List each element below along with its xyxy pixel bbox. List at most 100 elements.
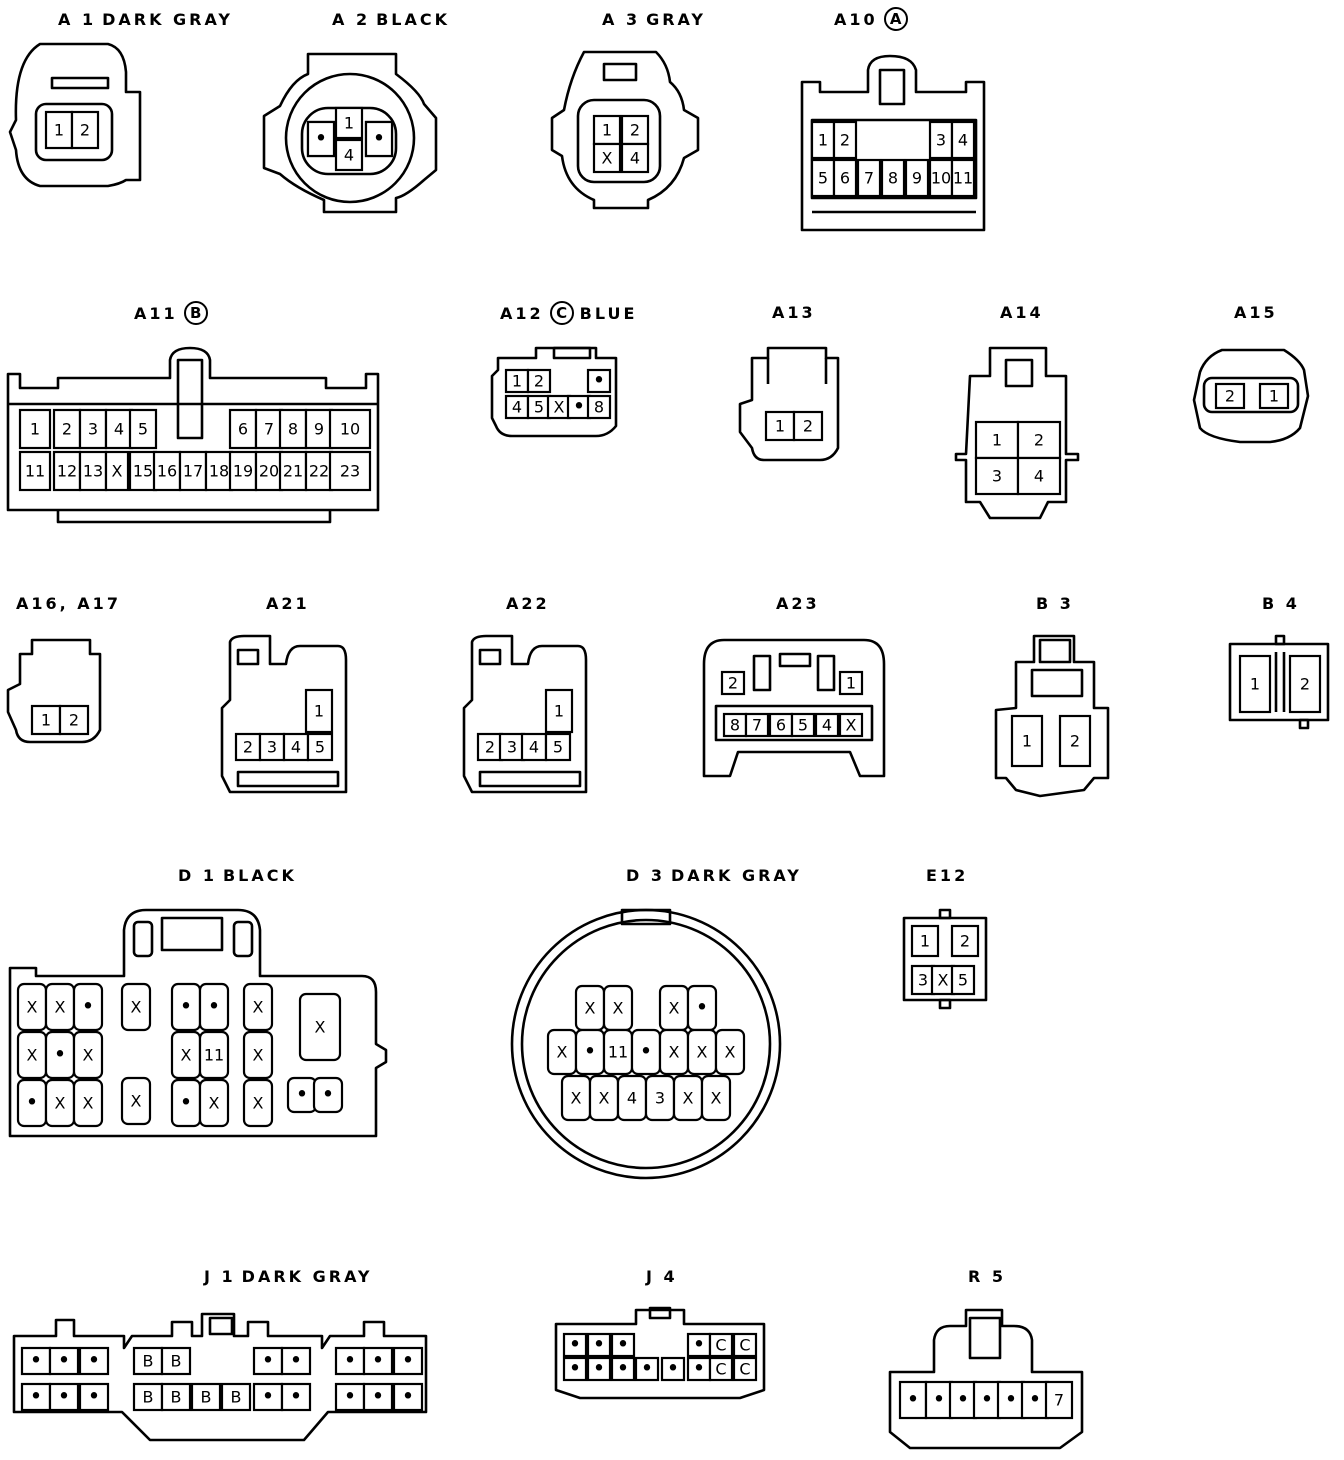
- pin-cell: 1: [504, 368, 530, 394]
- pin-cell-box: [498, 732, 526, 762]
- pin-label: 2: [485, 738, 495, 757]
- pin-cell-box: [610, 1332, 636, 1358]
- pin-label: 1: [1250, 675, 1260, 694]
- pin-cell-box: [586, 394, 612, 420]
- pin-cell: 2: [58, 704, 90, 736]
- pin-label: •: [290, 1385, 303, 1410]
- pin-label: 5: [818, 169, 828, 188]
- pin-cell: •: [610, 1357, 636, 1382]
- pin-label: 3: [267, 738, 277, 757]
- pin-label: B: [201, 1388, 212, 1407]
- pin-label: 6: [238, 420, 248, 439]
- pin-cell: 7: [856, 158, 882, 198]
- pin-cell: •: [78, 1346, 110, 1376]
- pin-cell: X: [658, 984, 690, 1032]
- pin-cell-box: [586, 1332, 612, 1358]
- pin-label: X: [315, 1018, 326, 1037]
- pin-label: X: [131, 998, 142, 1017]
- pin-cell: 2: [234, 732, 262, 762]
- pin-cell: X: [298, 992, 342, 1062]
- pin-cell: 8: [880, 158, 906, 198]
- pin-cell-box: [856, 158, 882, 198]
- pin-label: 18: [209, 462, 229, 481]
- pin-label: 3: [936, 131, 946, 150]
- pin-label: •: [344, 1349, 357, 1374]
- pin-cell: 9: [904, 158, 930, 198]
- pin-cell: 6: [832, 158, 858, 198]
- pin-label: •: [180, 1091, 193, 1116]
- pin-label: •: [30, 1385, 43, 1410]
- pin-cell: 1: [30, 704, 62, 736]
- pin-label: X: [669, 999, 680, 1018]
- pin-label: •: [593, 1357, 606, 1382]
- pin-label: X: [669, 1043, 680, 1062]
- pin-cell: 2: [1214, 382, 1246, 410]
- pin-cell: 8: [586, 394, 612, 420]
- pin-label: X: [725, 1043, 736, 1062]
- pin-cell-box: [562, 1356, 588, 1382]
- pin-label: 1: [920, 932, 930, 951]
- pin-cell: 17: [178, 450, 208, 492]
- pin-cell: X: [546, 1028, 578, 1076]
- pin-label: 1: [846, 674, 856, 693]
- pin-label: 4: [114, 420, 124, 439]
- pin-cell-box: [328, 450, 372, 492]
- pin-cell-box: [178, 450, 208, 492]
- pin-label: X: [181, 1046, 192, 1065]
- pin-cell: 6: [228, 408, 258, 450]
- pin-cell-box: [160, 1346, 192, 1376]
- pin-cell: X: [242, 1078, 274, 1128]
- pin-label: 3: [88, 420, 98, 439]
- pin-label: 4: [627, 1089, 637, 1108]
- pin-label: •: [372, 1349, 385, 1374]
- pin-label: •: [402, 1349, 415, 1374]
- pin-cell-box: [814, 712, 840, 738]
- pin-cell: X: [44, 982, 76, 1032]
- pin-cell-box: [362, 1382, 394, 1412]
- pin-label: •: [584, 1040, 597, 1065]
- pin-cell-box: [1238, 654, 1272, 714]
- pin-cell-box: [132, 1346, 164, 1376]
- pin-cell-box: [30, 704, 62, 736]
- pin-cell: 4: [814, 712, 840, 738]
- pin-label: 4: [630, 149, 640, 168]
- pin-label: •: [372, 1385, 385, 1410]
- pin-cell: 16: [152, 450, 182, 492]
- pin-label: 3: [992, 467, 1002, 486]
- pin-cell: •: [924, 1380, 954, 1420]
- pin-label: 2: [62, 420, 72, 439]
- pin-cell: C: [708, 1356, 734, 1382]
- pin-label: 8: [888, 169, 898, 188]
- pin-cell-box: [660, 1356, 686, 1382]
- pin-label: B: [143, 1388, 154, 1407]
- pin-label: 5: [958, 971, 968, 990]
- label-A16-A17: A16, A17: [16, 594, 121, 613]
- pin-label: C: [715, 1360, 726, 1379]
- pin-cell: •: [586, 1332, 612, 1358]
- pin-label: 4: [344, 146, 354, 165]
- pin-cell: X: [714, 1028, 746, 1076]
- pin-cell: •: [364, 120, 394, 158]
- pin-label: •: [208, 995, 221, 1020]
- pin-label: 5: [553, 738, 563, 757]
- pin-label: X: [571, 1089, 582, 1108]
- pin-cell: 5: [306, 732, 334, 762]
- pin-label: 9: [314, 420, 324, 439]
- pin-label: •: [82, 995, 95, 1020]
- pin-label: 5: [138, 420, 148, 439]
- pin-cell: •: [198, 982, 230, 1032]
- pin-label: 2: [803, 417, 813, 436]
- pin-cell: 4: [282, 732, 310, 762]
- pin-label: C: [715, 1336, 726, 1355]
- pin-cell-box: [832, 120, 858, 160]
- pin-label: •: [344, 1385, 357, 1410]
- pin-cell: 4: [620, 142, 650, 174]
- pin-cell: X: [16, 982, 48, 1032]
- pin-label: X: [938, 971, 949, 990]
